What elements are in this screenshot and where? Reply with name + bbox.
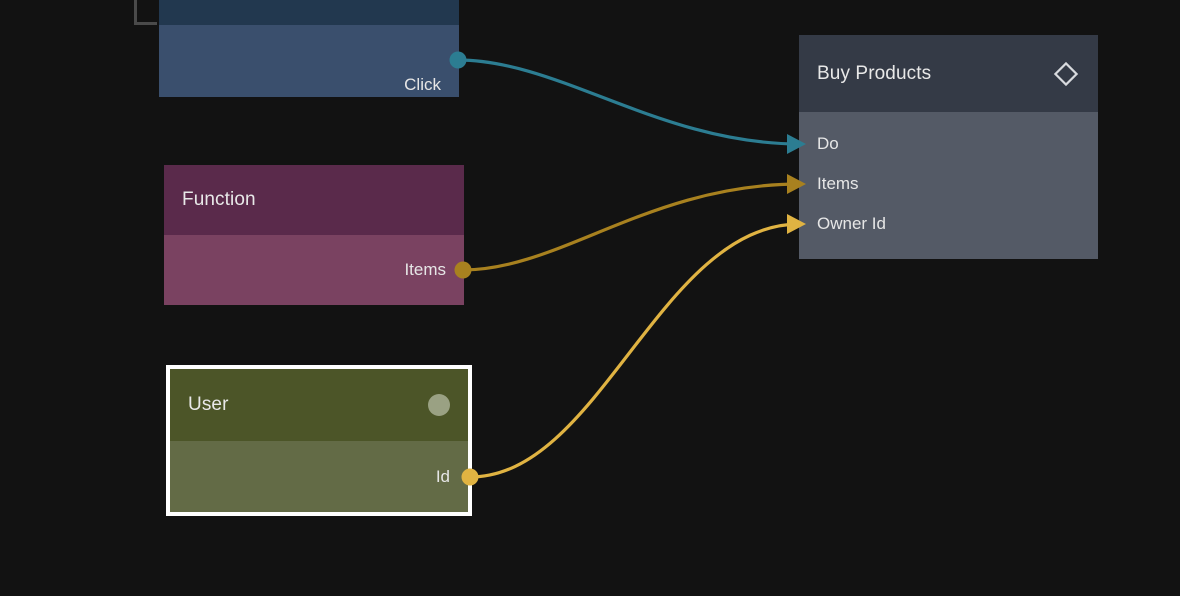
input-row-do[interactable]: Do	[799, 132, 839, 156]
node-function-title: Function	[182, 189, 256, 210]
node-buy-products-body: Do Items Owner Id	[799, 112, 1098, 259]
node-user-title: User	[188, 394, 229, 415]
node-event-body: Click	[159, 25, 459, 97]
input-label-do: Do	[817, 134, 839, 153]
output-label-id: Id	[435, 467, 450, 486]
input-row-items[interactable]: Items	[799, 172, 859, 196]
node-buy-products[interactable]: Buy Products Do Items Owner Id	[799, 35, 1098, 259]
output-label-items: Items	[404, 260, 446, 279]
input-row-owner-id[interactable]: Owner Id	[799, 212, 886, 236]
edge-items-to-items	[461, 182, 802, 272]
node-buy-products-title: Buy Products	[817, 62, 932, 84]
input-label-items: Items	[817, 174, 859, 193]
node-function-header: Function	[164, 165, 464, 235]
output-label-click: Click	[404, 75, 441, 94]
node-buy-products-header: Buy Products	[799, 35, 1098, 112]
node-user[interactable]: User Id	[166, 365, 472, 516]
output-row-id[interactable]: Id	[436, 465, 468, 489]
node-event[interactable]: Click	[159, 0, 459, 97]
edge-click-to-do	[456, 58, 802, 146]
input-label-owner-id: Owner Id	[817, 214, 886, 233]
node-user-body: Id	[170, 441, 468, 512]
selection-bracket-mark	[134, 0, 157, 25]
output-row-items[interactable]: Items	[404, 258, 464, 282]
diamond-icon	[1053, 61, 1079, 86]
edge-id-to-owner-id	[468, 222, 802, 479]
circle-icon	[428, 394, 450, 416]
output-row-click[interactable]: Click	[404, 73, 459, 97]
node-user-header: User	[170, 369, 468, 441]
node-function-body: Items	[164, 235, 464, 305]
node-event-header	[159, 0, 459, 25]
node-function[interactable]: Function Items	[164, 165, 464, 305]
